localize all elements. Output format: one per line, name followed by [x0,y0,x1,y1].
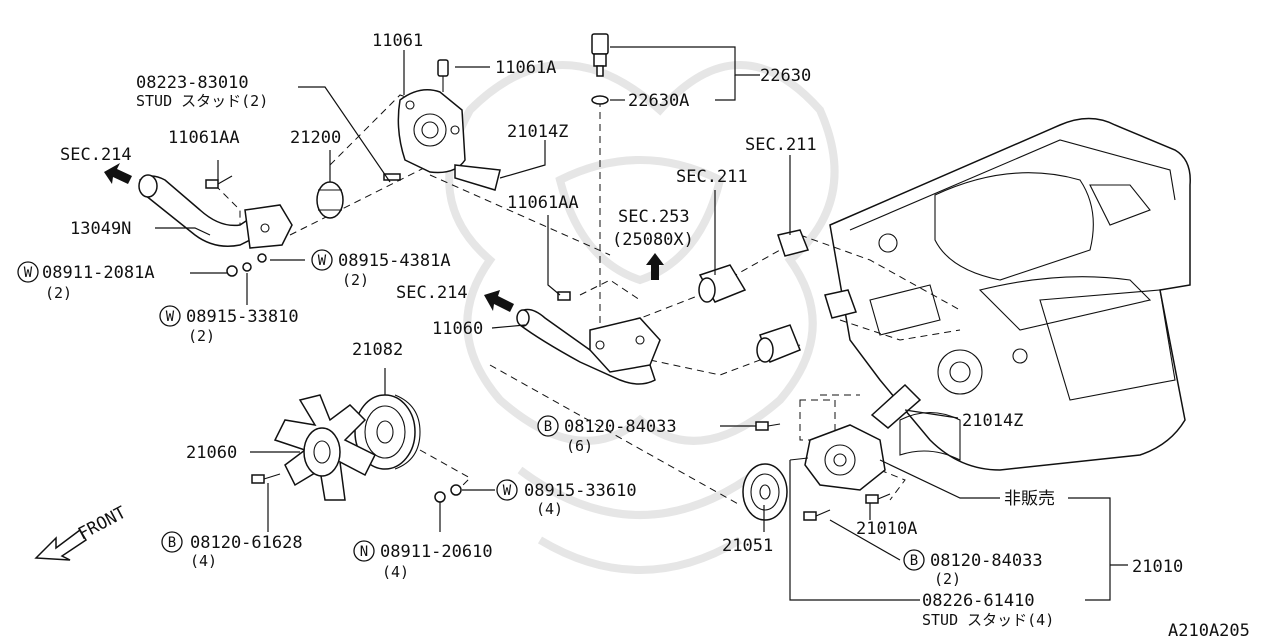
label-sec214-upper: SEC.214 [60,145,132,165]
water-pump-pulley-21051 [742,463,788,521]
svg-text:B: B [544,419,552,435]
label-21014z-lower: 21014Z [962,411,1023,431]
marker-b-08120-61628: B [161,531,183,553]
label-13049n: 13049N [70,219,131,239]
front-label: FRONT [75,503,130,545]
label-08915-33610: 08915-33610 [524,481,637,501]
label-08223-83010: 08223-83010 [136,73,249,93]
label-qty-2d: (2) [934,570,961,588]
arrow-sec214-lower [484,290,514,312]
label-08120-84033-lower: 08120-84033 [930,551,1043,571]
svg-text:N: N [360,544,368,560]
label-21014z-upper: 21014Z [507,122,568,142]
label-21200: 21200 [290,128,341,148]
label-qty-2c: (2) [188,327,215,345]
label-11060: 11060 [432,319,483,339]
svg-text:W: W [24,265,33,281]
thermostat-housing [397,59,466,174]
svg-text:W: W [503,483,512,499]
engine-block [829,117,1191,471]
label-sec253: SEC.253 [618,207,690,227]
front-indicator: FRONT [34,503,130,561]
fan-clutch-21082 [354,394,421,470]
label-21060: 21060 [186,443,237,463]
label-stud-4: STUD スタッド(4) [922,611,1054,629]
marker-n-08911-20610: N [353,540,375,562]
label-21051: 21051 [722,536,773,556]
label-08226-61410: 08226-61410 [922,591,1035,611]
watermark-emblem [445,61,839,574]
water-pipe-13049n [138,174,293,249]
label-11061a: 11061A [495,58,556,78]
leader-lines [155,46,1128,601]
bypass-hoses [698,229,857,363]
svg-text:B: B [910,553,918,569]
cooling-fan-21060 [251,394,377,501]
label-08120-84033-upper: 08120-84033 [564,417,677,437]
label-11061: 11061 [372,31,423,51]
part-labels: 11061 11061A 08223-83010 STUD スタッド(2) 22… [17,31,1250,639]
label-22630a: 22630A [628,91,689,111]
label-08120-61628: 08120-61628 [190,533,303,553]
fasteners-upper-left [205,173,401,277]
arrow-sec253 [646,253,664,280]
marker-w-08915-33610: W [496,479,518,501]
label-08915-4381a: 08915-4381A [338,251,451,271]
svg-text:W: W [166,309,175,325]
diagram-code: A210A205 [1168,621,1250,639]
label-hihanbai: 非販売 [1004,489,1055,509]
hose-21014z-upper [454,164,501,191]
label-11061aa-lower: 11061AA [507,193,579,213]
svg-text:W: W [318,253,327,269]
label-08911-20610: 08911-20610 [380,542,493,562]
label-21010a: 21010A [856,519,917,539]
label-qty-2b: (2) [342,271,369,289]
water-pipe-11060 [516,291,661,385]
fasteners-lower [434,421,891,521]
label-21082: 21082 [352,340,403,360]
label-qty-6: (6) [566,437,593,455]
arrow-sec214-upper [104,163,132,184]
label-qty-4b: (4) [190,552,217,570]
marker-w-08915-4381a: W [311,249,333,271]
label-08915-33810: 08915-33810 [186,307,299,327]
marker-w-08911-2081a: W [17,261,39,283]
water-pump-21010 [789,424,886,491]
label-25080x: (25080X) [612,230,694,250]
label-qty-4a: (4) [536,500,563,518]
marker-b-08120-84033-upper: B [537,415,559,437]
label-qty-4c: (4) [382,563,409,581]
label-sec214-lower: SEC.214 [396,283,468,303]
label-stud-2: STUD スタッド(2) [136,92,268,110]
label-21010: 21010 [1132,557,1183,577]
thermostat-21200 [316,181,344,219]
label-sec211-lower: SEC.211 [676,167,748,187]
label-08911-2081a: 08911-2081A [42,263,155,283]
direction-arrows [104,163,664,312]
marker-w-08915-33810: W [159,305,181,327]
marker-b-08120-84033-lower: B [903,549,925,571]
label-11061aa-upper: 11061AA [168,128,240,148]
hose-21014z-lower [870,383,922,429]
label-22630: 22630 [760,66,811,86]
svg-text:B: B [168,535,176,551]
coolant-temp-sensor [591,33,609,105]
label-sec211-upper: SEC.211 [745,135,817,155]
label-qty-2a: (2) [45,284,72,302]
